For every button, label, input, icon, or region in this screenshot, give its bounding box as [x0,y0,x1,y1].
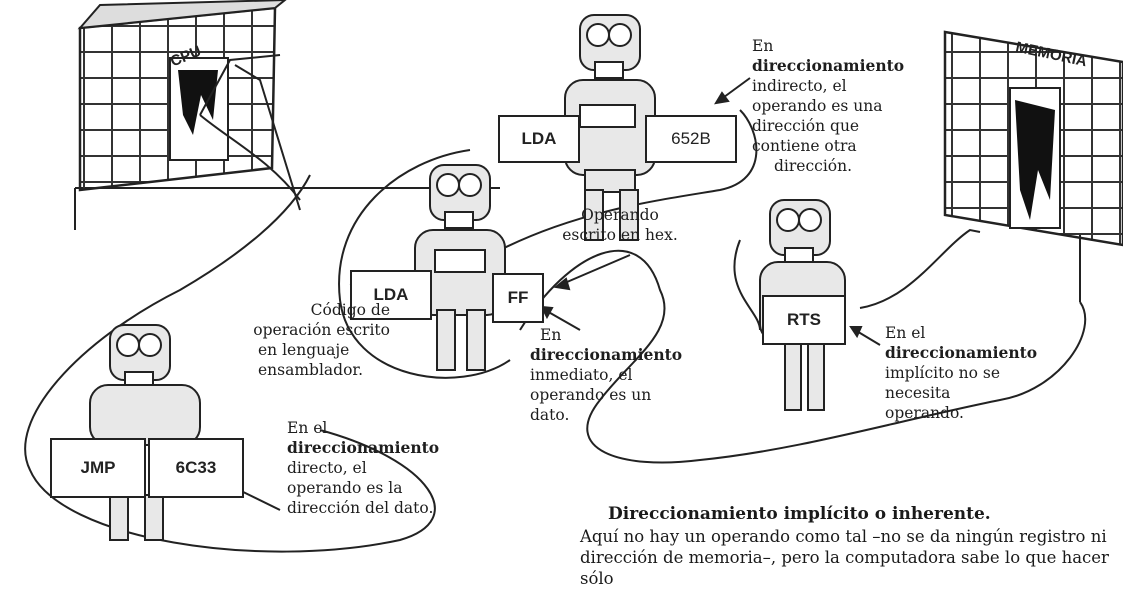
sign-ff: FF [492,273,544,323]
footer-body: Aquí no hay un operando como tal –no se … [580,527,1109,588]
sign-jmp: JMP [50,438,146,498]
sign-lda-indirecto: LDA [498,115,580,163]
caption-codigo: Código de operación escrito en lenguaje … [253,301,390,379]
sign-6c33: 6C33 [148,438,244,498]
caption-operando-hex: Operando escrito en hex. [562,206,678,244]
path-swirl [24,54,1087,553]
sign-lda-inmediato: LDA [350,270,432,320]
caption-indirecto: En direccionamiento indirecto, el operan… [752,37,905,175]
sign-rts: RTS [762,295,846,345]
robot-inmediato [414,164,506,371]
robot-directo [89,324,201,541]
memoria-building [943,30,1123,247]
sign-652b: 652B [645,115,737,163]
footer-title: Direccionamiento implícito o inherente. [608,504,991,524]
robot-indirecto [564,14,656,241]
caption-directo: En el direccionamiento directo, el opera… [287,419,440,517]
caption-inmediato: En direccionamiento inmediato, el operan… [530,326,683,424]
caption-implicito: En el direccionamiento implícito no se n… [885,324,1038,422]
cpu-building [77,0,287,192]
